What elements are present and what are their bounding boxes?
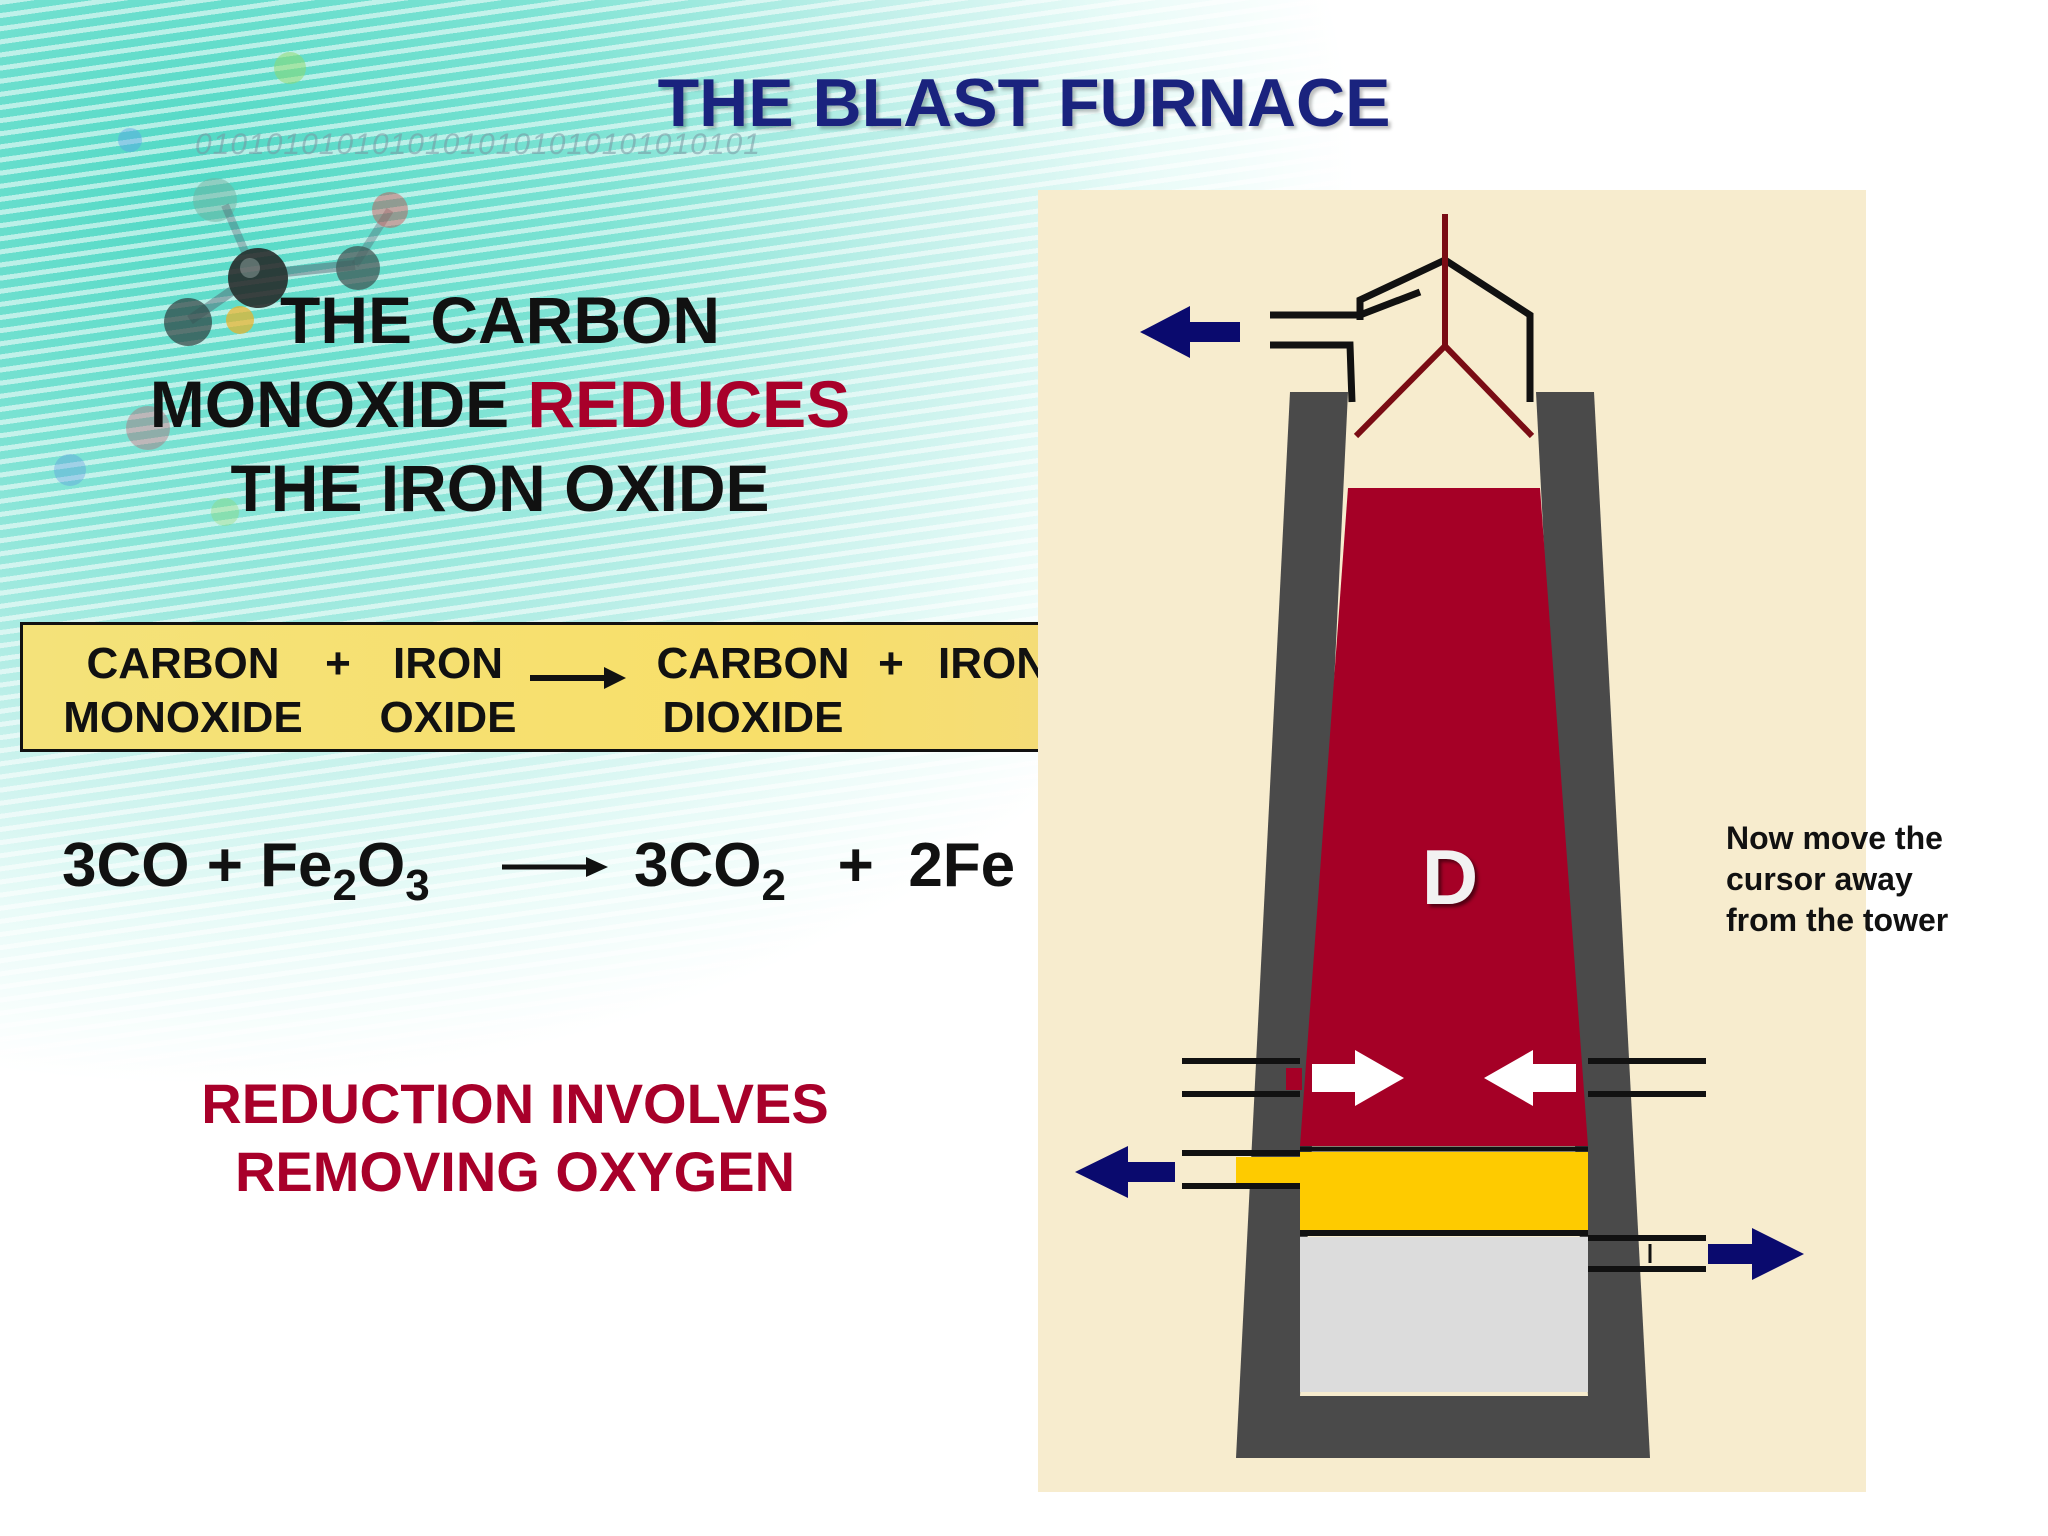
eq-o: O (357, 831, 406, 900)
reduction-line-2: REMOVING OXYGEN (234, 1140, 796, 1203)
eq-fe-sub: 2 (332, 861, 358, 910)
equation-arrow-icon (502, 857, 608, 877)
iron-tap (1588, 1235, 1706, 1272)
molecule-decoration (54, 52, 408, 526)
heading-line-3: THE IRON OXIDE (230, 451, 770, 525)
eq-o-sub: 3 (405, 861, 430, 910)
heading: THE CARBON MONOXIDE REDUCES THE IRON OXI… (100, 278, 900, 530)
eq-iron: 2Fe (908, 831, 1016, 900)
heading-line-2: MONOXIDE REDUCES (100, 362, 900, 446)
eq-co2-sub: 2 (761, 861, 786, 910)
word-plus-2: + (878, 639, 904, 688)
reduction-zone-d (1300, 488, 1588, 1146)
hot-air-arrow-left-icon (1484, 1050, 1576, 1106)
waste-gas-pipe (1270, 288, 1422, 319)
bell-icon (1353, 214, 1535, 439)
heading-highlight-reduces: REDUCES (527, 367, 851, 441)
reactant-carbon-monoxide: CARBON MONOXIDE (63, 639, 303, 742)
word-plus-1: + (325, 639, 351, 688)
eq-fe: Fe (260, 831, 333, 900)
slide-title: THE BLAST FURNACE (657, 65, 1391, 141)
zone-label-d: D (1421, 833, 1479, 921)
reduction-note: REDUCTION INVOLVES REMOVING OXYGEN (115, 1070, 915, 1206)
product-iron: IRON (938, 639, 1048, 688)
hint-text: Now move the cursor away from the tower (1726, 818, 2046, 941)
waste-gas-arrow-icon (1140, 306, 1240, 358)
slag-layer (1300, 1152, 1588, 1230)
word-equation-box: CARBON MONOXIDE + IRON OXIDE CARBON DIOX… (20, 622, 1080, 752)
heading-line-2-prefix: MONOXIDE (149, 367, 528, 441)
molten-iron-layer (1300, 1237, 1588, 1392)
right-arrow-icon (530, 667, 626, 689)
chemical-equation-reactants: 3CO + Fe2O3 (62, 830, 430, 908)
iron-arrow-icon (1708, 1228, 1804, 1280)
eq-plus-1: + (206, 831, 243, 900)
tuyere-right (1588, 1058, 1706, 1097)
eq-plus-2: + (837, 831, 874, 900)
heading-line-1: THE CARBON (280, 283, 720, 357)
slag-arrow-icon (1075, 1146, 1175, 1198)
reduction-line-1: REDUCTION INVOLVES (201, 1072, 829, 1135)
reactant-iron-oxide: IRON OXIDE (379, 639, 517, 742)
product-carbon-dioxide: CARBON DIOXIDE (656, 639, 850, 742)
hot-air-arrow-right-icon (1312, 1050, 1404, 1106)
tuyere-left (1182, 1058, 1300, 1097)
hint-line-2: cursor away (1726, 861, 1913, 897)
hint-line-1: Now move the (1726, 820, 1943, 856)
eq-co: 3CO (62, 831, 190, 900)
slag-tap (1182, 1150, 1300, 1189)
chemical-equation-products: 3CO2 + 2Fe (634, 830, 1016, 908)
binary-decoration-text: 01010101010101010101010101010101 (195, 128, 761, 161)
eq-co2: 3CO (634, 831, 762, 900)
hint-line-3: from the tower (1726, 902, 1949, 938)
